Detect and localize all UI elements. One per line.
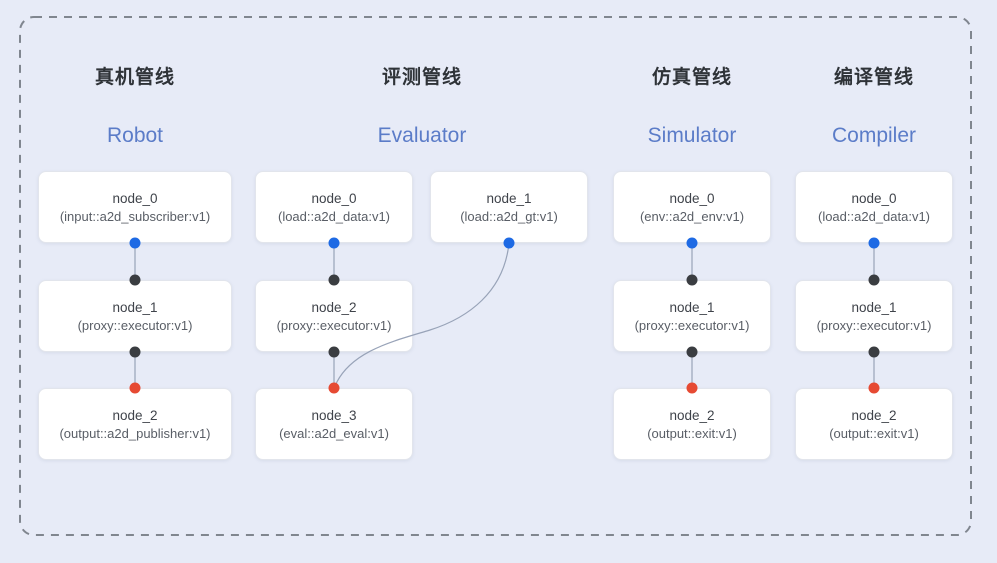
node-name: node_0: [669, 190, 715, 206]
node-type: (proxy::executor:v1): [77, 317, 193, 333]
node-simulator-node_2: node_2 (output::exit:v1): [613, 388, 771, 460]
node-type: (proxy::executor:v1): [816, 317, 932, 333]
pipeline-title-zh-simulator: 仿真管线: [651, 67, 732, 88]
pipeline-title-en-evaluator: Evaluator: [377, 124, 467, 147]
node-evaluator-node_3: node_3 (eval::a2d_eval:v1): [255, 388, 413, 460]
node-evaluator-node_2: node_2 (proxy::executor:v1): [255, 280, 413, 352]
node-name: node_2: [112, 407, 158, 423]
node-simulator-node_0: node_0 (env::a2d_env:v1): [613, 171, 771, 243]
pipeline-title-zh-robot: 真机管线: [94, 67, 175, 88]
node-compiler-node_1: node_1 (proxy::executor:v1): [795, 280, 953, 352]
node-type: (load::a2d_data:v1): [817, 208, 931, 224]
node-name: node_3: [311, 407, 357, 423]
pipeline-title-zh-evaluator: 评测管线: [381, 67, 462, 88]
node-type: (load::a2d_gt:v1): [460, 208, 558, 224]
node-simulator-node_1: node_1 (proxy::executor:v1): [613, 280, 771, 352]
node-name: node_0: [851, 190, 897, 206]
node-type: (env::a2d_env:v1): [639, 208, 745, 224]
node-compiler-node_2: node_2 (output::exit:v1): [795, 388, 953, 460]
pipeline-title-zh-compiler: 编译管线: [833, 67, 914, 88]
node-name: node_1: [486, 190, 532, 206]
node-name: node_1: [851, 299, 897, 315]
node-name: node_2: [669, 407, 715, 423]
pipeline-title-en-simulator: Simulator: [647, 124, 737, 147]
node-type: (proxy::executor:v1): [634, 317, 750, 333]
node-type: (eval::a2d_eval:v1): [279, 425, 389, 441]
node-name: node_0: [311, 190, 357, 206]
node-compiler-node_0: node_0 (load::a2d_data:v1): [795, 171, 953, 243]
node-name: node_2: [851, 407, 897, 423]
node-robot-node_2: node_2 (output::a2d_publisher:v1): [38, 388, 232, 460]
pipeline-title-en-robot: Robot: [106, 124, 164, 147]
node-type: (output::exit:v1): [829, 425, 919, 441]
node-type: (output::exit:v1): [647, 425, 737, 441]
node-type: (input::a2d_subscriber:v1): [59, 208, 211, 224]
node-robot-node_0: node_0 (input::a2d_subscriber:v1): [38, 171, 232, 243]
node-evaluator-node_1: node_1 (load::a2d_gt:v1): [430, 171, 588, 243]
node-name: node_1: [112, 299, 158, 315]
node-name: node_0: [112, 190, 158, 206]
node-name: node_2: [311, 299, 357, 315]
node-evaluator-node_0: node_0 (load::a2d_data:v1): [255, 171, 413, 243]
pipeline-title-en-compiler: Compiler: [831, 124, 917, 147]
node-type: (output::a2d_publisher:v1): [59, 425, 211, 441]
node-robot-node_1: node_1 (proxy::executor:v1): [38, 280, 232, 352]
node-type: (proxy::executor:v1): [276, 317, 392, 333]
node-type: (load::a2d_data:v1): [277, 208, 391, 224]
node-name: node_1: [669, 299, 715, 315]
